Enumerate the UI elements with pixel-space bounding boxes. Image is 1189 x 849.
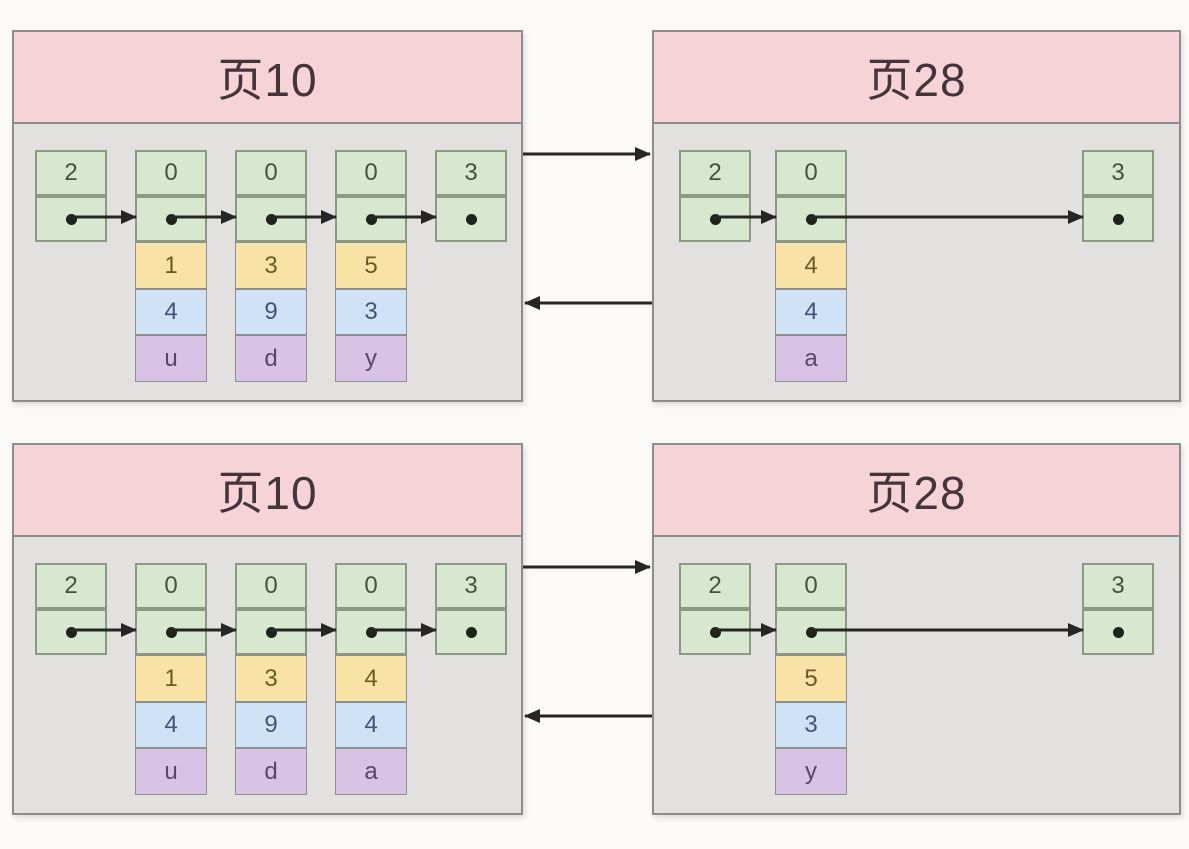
record-field-cell: u [135,748,207,795]
pointer-dot [365,213,377,225]
pointer-dot [1112,213,1124,225]
pointer-dot [65,626,77,638]
pointer-dot [709,213,721,225]
record-pointer-cell [1082,609,1154,655]
pointer-dot [165,626,177,638]
record-value-cell: 2 [679,563,751,609]
record-pointer-cell [1082,196,1154,242]
record-value-cell: 0 [775,563,847,609]
record-field-cell: y [335,335,407,382]
record-value-cell: 0 [235,150,307,196]
record-value-cell: 0 [235,563,307,609]
pointer-dot [465,213,477,225]
record-field-cell: a [775,335,847,382]
record-value-cell: 3 [435,563,507,609]
record-field-cell: 1 [135,655,207,702]
page-title: 页28 [866,467,967,519]
pointer-dot [165,213,177,225]
record-field-cell: 3 [775,702,847,748]
record-field-cell: 3 [335,289,407,335]
record-value-cell: 0 [335,150,407,196]
record-value-cell: 2 [35,150,107,196]
record-field-cell: 3 [235,242,307,289]
pointer-dot [265,626,277,638]
record-field-cell: u [135,335,207,382]
record-field-cell: d [235,748,307,795]
record-pointer-cell [679,609,751,655]
pointer-dot [709,626,721,638]
record-field-cell: 9 [235,289,307,335]
record-field-cell: d [235,335,307,382]
record-pointer-cell [335,196,407,242]
record-value-cell: 2 [35,563,107,609]
page-title: 页10 [217,467,318,519]
record-value-cell: 2 [679,150,751,196]
pointer-dot [805,626,817,638]
pointer-dot [805,213,817,225]
record-value-cell: 0 [775,150,847,196]
record-field-cell: 4 [135,702,207,748]
record-pointer-cell [679,196,751,242]
record-pointer-cell [235,609,307,655]
record-field-cell: 5 [335,242,407,289]
record-pointer-cell [775,196,847,242]
record-field-cell: 4 [775,242,847,289]
record-field-cell: 3 [235,655,307,702]
page-header-bar: 页10 [14,445,521,537]
record-pointer-cell [135,609,207,655]
record-field-cell: 4 [335,702,407,748]
record-field-cell: 4 [335,655,407,702]
record-value-cell: 3 [435,150,507,196]
pointer-dot [1112,626,1124,638]
record-field-cell: 4 [775,289,847,335]
record-field-cell: a [335,748,407,795]
record-value-cell: 0 [335,563,407,609]
pointer-dot [265,213,277,225]
record-pointer-cell [35,196,107,242]
record-value-cell: 0 [135,563,207,609]
record-field-cell: y [775,748,847,795]
record-field-cell: 5 [775,655,847,702]
record-pointer-cell [775,609,847,655]
page-title: 页10 [217,54,318,106]
pointer-dot [365,626,377,638]
record-value-cell: 3 [1082,563,1154,609]
record-value-cell: 3 [1082,150,1154,196]
record-pointer-cell [135,196,207,242]
pointer-dot [465,626,477,638]
record-value-cell: 0 [135,150,207,196]
record-field-cell: 1 [135,242,207,289]
record-pointer-cell [435,609,507,655]
page-title: 页28 [866,54,967,106]
pointer-dot [65,213,77,225]
record-pointer-cell [35,609,107,655]
record-pointer-cell [235,196,307,242]
record-field-cell: 4 [135,289,207,335]
record-pointer-cell [435,196,507,242]
record-pointer-cell [335,609,407,655]
page-header-bar: 页28 [654,32,1179,124]
record-field-cell: 9 [235,702,307,748]
page-header-bar: 页10 [14,32,521,124]
page-header-bar: 页28 [654,445,1179,537]
